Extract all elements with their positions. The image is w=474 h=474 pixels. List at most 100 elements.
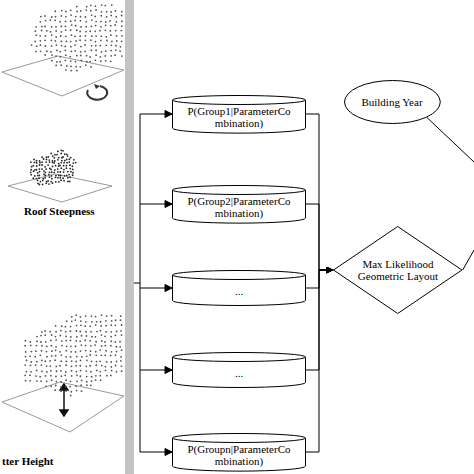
cloud-point xyxy=(105,370,107,372)
cloud-point xyxy=(76,390,78,392)
cloud-point xyxy=(59,365,61,367)
cloud-point xyxy=(38,175,40,177)
cloud-point xyxy=(79,340,81,342)
cloud-point xyxy=(40,341,42,343)
cloud-point xyxy=(59,21,61,23)
cloud-point xyxy=(91,321,93,323)
cloud-point xyxy=(55,16,57,18)
cloud-point xyxy=(46,381,48,383)
cloud-point xyxy=(46,351,48,353)
cloud-point xyxy=(105,24,107,26)
cloud-point xyxy=(52,162,54,164)
cloud-point xyxy=(35,350,37,352)
cloud-point xyxy=(105,320,107,322)
cloud-point xyxy=(76,374,78,376)
cloud-point xyxy=(60,31,62,33)
cloud-point xyxy=(85,365,87,367)
cloud-point xyxy=(61,160,63,162)
cloud-point xyxy=(115,10,117,12)
cloud-point xyxy=(46,365,48,367)
cloud-point xyxy=(67,155,69,157)
cloud-point xyxy=(30,345,32,347)
cloud-point xyxy=(99,371,101,373)
cloud-point xyxy=(116,361,118,363)
cloud-point xyxy=(100,15,102,17)
cloud-point xyxy=(79,66,81,68)
cloud-point xyxy=(30,169,32,171)
cloud-point xyxy=(120,360,122,362)
cloud-point xyxy=(75,340,77,342)
cloud-point xyxy=(85,26,87,28)
cloud-point xyxy=(53,172,55,174)
cloud-point xyxy=(55,165,57,167)
cloud-point xyxy=(105,366,107,368)
cloud-point xyxy=(24,364,26,366)
cloud-point xyxy=(54,154,56,156)
cloud-point xyxy=(41,331,43,333)
cloud-point xyxy=(80,60,82,62)
cloud-point xyxy=(50,181,52,183)
cloud-point xyxy=(110,336,112,338)
cloud-point xyxy=(44,39,46,41)
cloud-point xyxy=(60,167,62,169)
cloud-point xyxy=(80,20,82,22)
cloud-point xyxy=(121,15,123,17)
cloud-point xyxy=(90,345,92,347)
cloud-point xyxy=(56,370,58,372)
cloud-point xyxy=(41,156,43,158)
cloud-point xyxy=(50,31,52,33)
cloud-point xyxy=(110,15,112,17)
cloud-point xyxy=(91,14,93,16)
cloud-point xyxy=(91,376,93,378)
cloud-point xyxy=(30,171,32,173)
cloud-point xyxy=(85,31,87,33)
cloud-point xyxy=(76,11,78,13)
cloud-point xyxy=(47,164,49,166)
cloud-point xyxy=(45,174,47,176)
cloud-point xyxy=(60,41,62,43)
cloud-point xyxy=(36,336,38,338)
cloud-point xyxy=(60,370,62,372)
cloud-point xyxy=(90,49,92,51)
cloud-point xyxy=(104,345,106,347)
cloud-point xyxy=(99,330,101,332)
cloud-point xyxy=(76,29,78,31)
cloud-point xyxy=(72,168,74,170)
cloud-point xyxy=(110,11,112,13)
cloud-point xyxy=(61,340,63,342)
cloud-point xyxy=(86,355,88,357)
cloud-point xyxy=(90,25,92,27)
cloud-point xyxy=(26,360,28,362)
cloud-point xyxy=(45,341,47,343)
cloud-point xyxy=(91,380,93,382)
cloud-point xyxy=(46,159,48,161)
cloud-point xyxy=(70,351,72,353)
cloud-point xyxy=(45,182,47,184)
cloud-point xyxy=(69,180,71,182)
cloud-point xyxy=(75,365,77,367)
cloud-point xyxy=(95,364,97,366)
cloud-point xyxy=(115,49,117,51)
cloud-point xyxy=(68,174,70,176)
cloud-point xyxy=(65,21,67,23)
figure-label: tter Height xyxy=(2,455,53,467)
cloud-point xyxy=(53,157,55,159)
connector-arrow xyxy=(306,270,333,370)
cloud-point xyxy=(55,349,57,351)
cloud-point xyxy=(105,44,107,46)
cloud-point xyxy=(95,21,97,23)
cloud-point xyxy=(59,51,61,53)
cloud-point xyxy=(41,161,43,163)
cloud-point xyxy=(50,370,52,372)
cloud-point xyxy=(90,39,92,41)
cloud-point xyxy=(70,391,72,393)
cloud-point xyxy=(51,16,53,18)
cloud-point xyxy=(101,314,103,316)
cloud-point xyxy=(35,375,37,377)
cloud-point xyxy=(40,181,42,183)
cloud-point xyxy=(74,50,76,52)
cloud-point xyxy=(106,11,108,13)
text-stack: Max Likelihood Geometric Layout xyxy=(355,258,441,283)
cloud-point xyxy=(57,171,59,173)
cloud-point xyxy=(80,360,82,362)
